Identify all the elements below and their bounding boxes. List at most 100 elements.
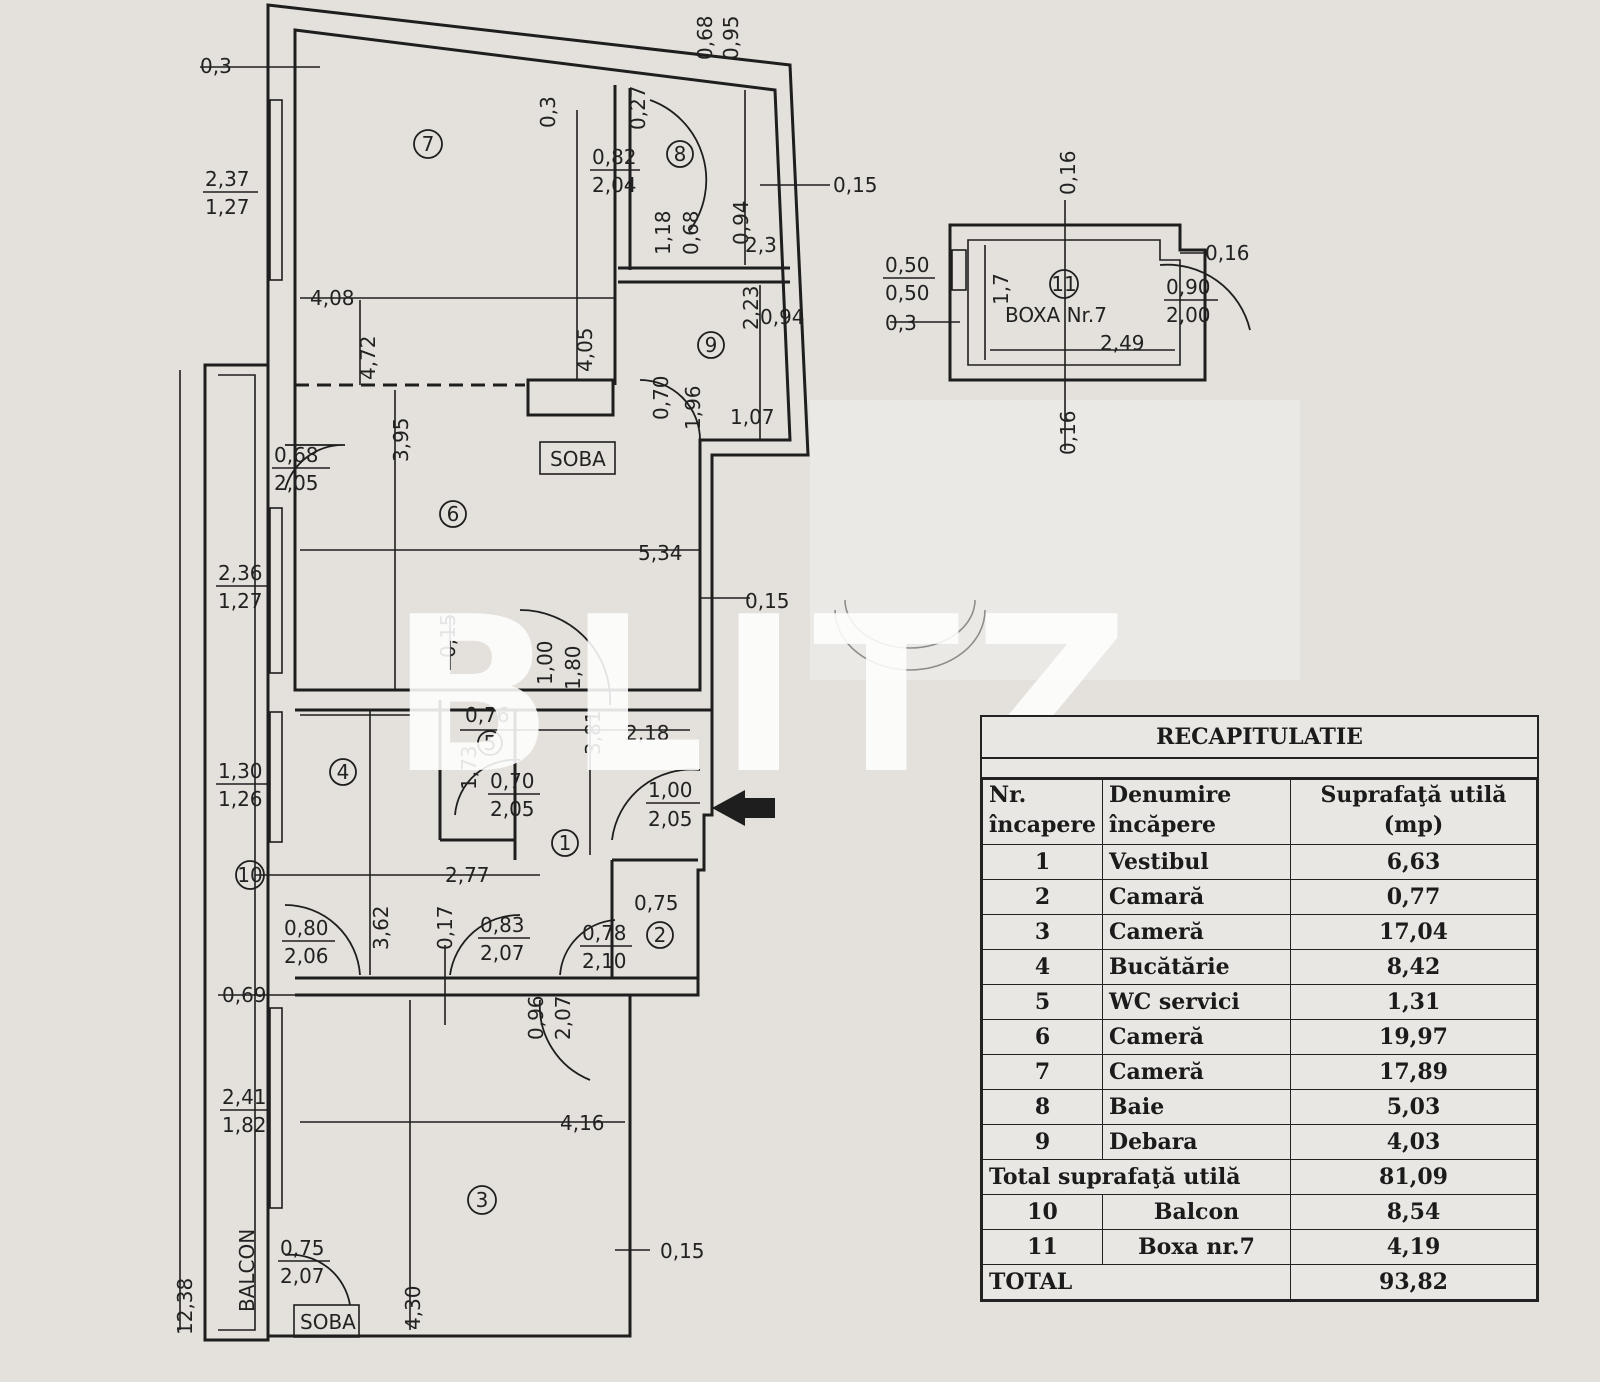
- svg-text:0,3: 0,3: [536, 96, 560, 128]
- room-number-8: 8: [674, 142, 687, 166]
- svg-text:0,27: 0,27: [626, 85, 650, 130]
- svg-text:0,76: 0,76: [465, 703, 510, 727]
- svg-text:2,37: 2,37: [205, 167, 250, 191]
- svg-text:4,16: 4,16: [560, 1111, 605, 1135]
- svg-text:2,04: 2,04: [592, 173, 637, 197]
- svg-text:1,07: 1,07: [730, 405, 775, 429]
- svg-text:1,18: 1,18: [651, 210, 675, 255]
- svg-text:2,05: 2,05: [274, 471, 319, 495]
- svg-text:0,90: 0,90: [1166, 275, 1211, 299]
- svg-text:2,07: 2,07: [280, 1264, 325, 1288]
- storage-label: BOXA Nr.7: [1005, 303, 1107, 327]
- stamp-mark: [834, 599, 986, 671]
- svg-text:0,94: 0,94: [760, 305, 805, 329]
- svg-text:0,80: 0,80: [284, 916, 329, 940]
- svg-text:0,75: 0,75: [280, 1236, 325, 1260]
- svg-text:0,70: 0,70: [490, 769, 535, 793]
- svg-text:0,68: 0,68: [679, 210, 703, 255]
- svg-text:3,95: 3,95: [389, 417, 413, 462]
- svg-text:1,27: 1,27: [218, 589, 263, 613]
- svg-text:1,30: 1,30: [218, 759, 263, 783]
- svg-text:0,15: 0,15: [745, 589, 790, 613]
- svg-text:1,26: 1,26: [218, 787, 263, 811]
- svg-text:0,82: 0,82: [592, 145, 637, 169]
- recap-header-row: Nr. încapere Denumire încăpere Suprafaţă…: [982, 779, 1538, 845]
- svg-text:0,96: 0,96: [524, 995, 548, 1040]
- svg-text:4,30: 4,30: [401, 1285, 425, 1330]
- svg-text:4,05: 4,05: [573, 327, 597, 372]
- svg-text:2,07: 2,07: [551, 995, 575, 1040]
- svg-text:5,34: 5,34: [638, 541, 683, 565]
- header-area: Suprafaţă utilă (mp): [1289, 779, 1538, 845]
- svg-text:0,16: 0,16: [1205, 241, 1250, 265]
- svg-text:0,83: 0,83: [480, 913, 525, 937]
- balcony-label: BALCON: [235, 1229, 259, 1312]
- svg-text:0,68: 0,68: [693, 15, 717, 60]
- svg-text:SOBA: SOBA: [300, 1310, 356, 1334]
- svg-text:2,07: 2,07: [480, 941, 525, 965]
- svg-text:0,94: 0,94: [729, 200, 753, 245]
- room-number-1: 1: [559, 831, 572, 855]
- svg-text:0,3: 0,3: [200, 54, 232, 78]
- svg-text:0,69: 0,69: [222, 983, 267, 1007]
- stove-top: SOBA: [539, 441, 616, 475]
- svg-text:0,16: 0,16: [1056, 150, 1080, 195]
- svg-text:1,27: 1,27: [205, 195, 250, 219]
- apartment-walls: [203, 3, 810, 1342]
- svg-text:3,81: 3,81: [581, 710, 605, 755]
- svg-text:2,18: 2,18: [625, 721, 670, 745]
- svg-text:0,16: 0,16: [1056, 410, 1080, 455]
- svg-text:2,23: 2,23: [739, 285, 763, 330]
- svg-text:2,00: 2,00: [1166, 303, 1211, 327]
- recap-spacer: [982, 759, 1537, 779]
- svg-text:1,7: 1,7: [989, 273, 1013, 305]
- room-number-10: 10: [237, 863, 262, 887]
- header-name: Denumire încăpere: [1101, 779, 1291, 845]
- svg-text:0,70: 0,70: [649, 375, 673, 420]
- svg-text:0,50: 0,50: [885, 281, 930, 305]
- svg-text:2,3: 2,3: [745, 233, 777, 257]
- room-number-7: 7: [422, 132, 435, 156]
- room-number-5: 5: [484, 731, 497, 755]
- recap-table: RECAPITULATIE Nr. încapere Denumire încă…: [980, 715, 1539, 1302]
- svg-text:0,15: 0,15: [833, 173, 878, 197]
- svg-text:1,00: 1,00: [533, 640, 557, 685]
- svg-text:2,41: 2,41: [222, 1085, 267, 1109]
- room-number-9: 9: [705, 333, 718, 357]
- svg-text:0,95: 0,95: [719, 15, 743, 60]
- svg-text:1,96: 1,96: [681, 385, 705, 430]
- svg-text:3,62: 3,62: [369, 905, 393, 950]
- svg-text:2,77: 2,77: [445, 863, 490, 887]
- svg-text:2,06: 2,06: [284, 944, 329, 968]
- dimension-labels: 0,3 0,68 0,95 0,3 0,27 2,37 1,27 0,82 2,…: [173, 15, 878, 1335]
- svg-text:2,49: 2,49: [1100, 331, 1145, 355]
- svg-text:2,05: 2,05: [490, 797, 535, 821]
- room-number-3: 3: [476, 1188, 489, 1212]
- door-swings: [284, 99, 1251, 1306]
- room-number-2: 2: [654, 923, 667, 947]
- svg-text:0,68: 0,68: [274, 443, 319, 467]
- svg-text:4,72: 4,72: [356, 335, 380, 380]
- recap-title: RECAPITULATIE: [982, 717, 1537, 759]
- room-number-markers: 1 2 3 4 5 6 7 8 9 10 11: [235, 129, 1079, 1215]
- svg-text:2,36: 2,36: [218, 561, 263, 585]
- svg-text:0,3: 0,3: [885, 311, 917, 335]
- svg-text:0,50: 0,50: [885, 253, 930, 277]
- svg-text:0,78: 0,78: [582, 921, 627, 945]
- svg-text:0,15: 0,15: [660, 1239, 705, 1263]
- svg-text:SOBA: SOBA: [550, 447, 606, 471]
- svg-text:12,38: 12,38: [173, 1278, 197, 1335]
- svg-text:2,10: 2,10: [582, 949, 627, 973]
